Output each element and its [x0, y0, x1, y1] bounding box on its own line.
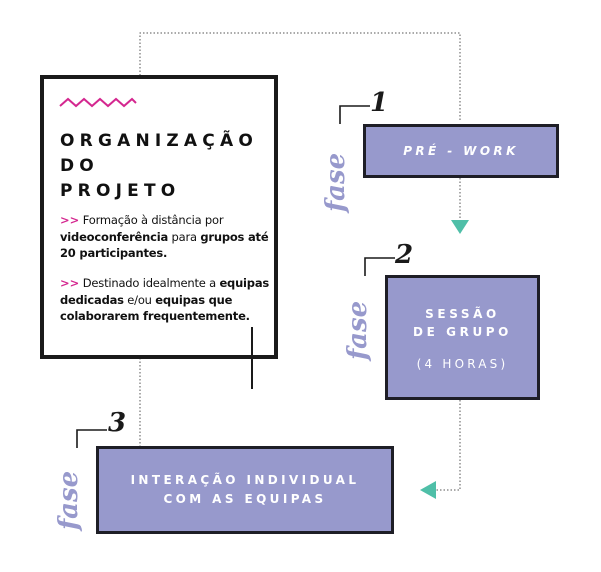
chevron-right-icon: >> [60, 213, 80, 227]
connector-top [139, 32, 461, 120]
phase-2-label-line: DE GRUPO [413, 324, 512, 339]
arrow-down-icon [451, 220, 469, 234]
zigzag-icon [59, 97, 137, 108]
phase-1-box: PRÉ - WORK [363, 124, 559, 178]
fase-3-word: fase [54, 470, 84, 530]
organization-title: ORGANIZAÇÃO DO PROJETO [60, 129, 274, 204]
org-divider-mark [251, 327, 253, 389]
paragraph-text: e/ou [127, 292, 152, 307]
organization-title-line: PROJETO [60, 181, 181, 201]
connector-phase2-phase3 [435, 400, 461, 491]
phase-2-box: SESSÃO DE GRUPO (4 HORAS) [385, 275, 540, 400]
organization-box: ORGANIZAÇÃO DO PROJETO >> Formação à dis… [40, 75, 278, 359]
paragraph-emphasis: equipas que colaborarem frequentemente. [60, 292, 250, 324]
fase-3-number: 3 [108, 408, 127, 438]
paragraph-emphasis: equipas dedicadas [60, 276, 270, 307]
paragraph-emphasis: videoconferência [60, 229, 169, 244]
fase-2-word: fase [343, 300, 373, 360]
paragraph-text: para [171, 229, 198, 244]
arrow-left-icon [420, 481, 436, 499]
fase-2-number: 2 [395, 240, 414, 270]
phase-3-label-line: INTERAÇÃO INDIVIDUAL [130, 473, 360, 487]
paragraph-text: Destinado idealmente a [82, 276, 216, 290]
organization-title-line: DO [60, 156, 99, 176]
fase1-bracket [339, 105, 370, 124]
phase-2-label-line: SESSÃO [425, 306, 500, 321]
fase2-bracket [364, 257, 395, 276]
organization-title-line: ORGANIZAÇÃO [60, 131, 258, 151]
phase-2-duration: (4 HORAS) [416, 356, 509, 371]
phase-3-label-line: COM AS EQUIPAS [163, 492, 327, 506]
fase-1-word: fase [321, 152, 351, 212]
fase3-bracket [76, 429, 107, 448]
paragraph-emphasis: grupos até 20 participantes. [60, 229, 269, 261]
fase-1-number: 1 [370, 88, 389, 118]
paragraph-text: Formação à distância por [82, 213, 224, 227]
chevron-right-icon: >> [60, 276, 80, 290]
organization-paragraph-1: >> Formação à distância por videoconferê… [60, 212, 274, 262]
phase-3-box: INTERAÇÃO INDIVIDUAL COM AS EQUIPAS [96, 446, 394, 534]
organization-paragraph-2: >> Destinado idealmente a equipas dedica… [60, 275, 274, 325]
phase-1-label: PRÉ - WORK [403, 144, 519, 158]
